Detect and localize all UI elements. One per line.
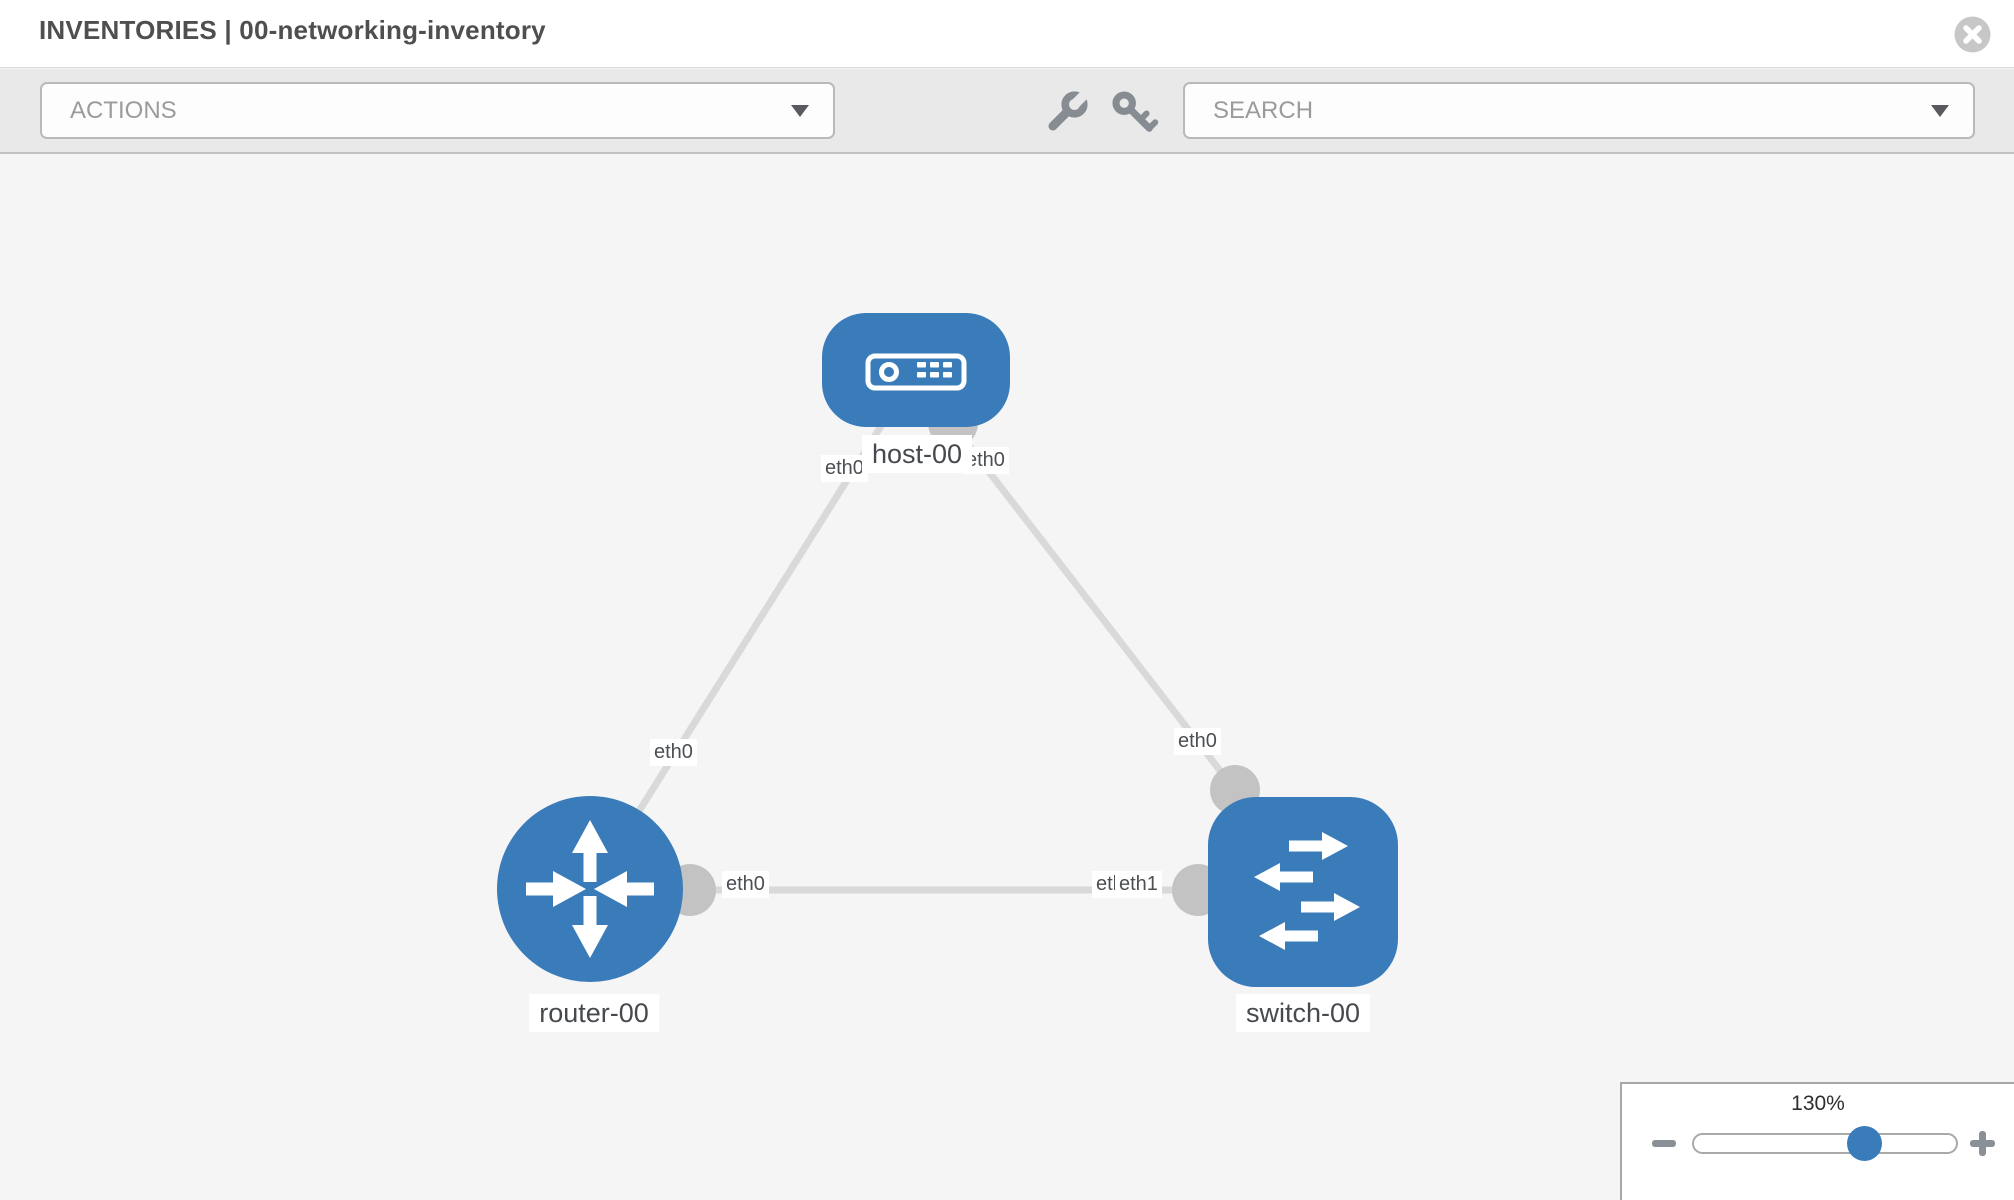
- zoom-out-button[interactable]: [1652, 1140, 1676, 1147]
- zoom-slider-track[interactable]: [1692, 1133, 1958, 1154]
- toolbar: ACTIONS SEARCH: [0, 69, 2014, 154]
- zoom-panel: 130%: [1620, 1082, 2014, 1200]
- connectors-layer: [664, 398, 1260, 916]
- link-router-host[interactable]: [587, 413, 891, 891]
- node-router-00[interactable]: [497, 796, 683, 982]
- node-label-host: host-00: [861, 435, 973, 473]
- zoom-level: 130%: [1791, 1092, 1845, 1115]
- header: INVENTORIES | 00-networking-inventory: [0, 0, 2014, 68]
- node-label-router: router-00: [529, 994, 659, 1032]
- interface-label: eth1: [1115, 871, 1162, 898]
- node-switch-00[interactable]: [1208, 797, 1398, 987]
- search-dropdown[interactable]: SEARCH: [1183, 82, 1975, 139]
- interface-label: eth0: [650, 739, 697, 766]
- link-host-switch[interactable]: [942, 412, 1238, 793]
- credentials-button[interactable]: [1110, 89, 1159, 142]
- key-icon: [1112, 91, 1159, 132]
- close-icon: [1954, 16, 1991, 53]
- chevron-down-icon: [791, 105, 809, 117]
- tools-button[interactable]: [1042, 89, 1090, 142]
- node-host-00[interactable]: [822, 313, 1010, 427]
- zoom-in-button[interactable]: [1970, 1131, 1995, 1156]
- search-dropdown-label: SEARCH: [1213, 97, 1314, 124]
- host-icon: [865, 353, 967, 391]
- page-title: INVENTORIES | 00-networking-inventory: [39, 15, 546, 45]
- interface-label: eth0: [1174, 728, 1221, 755]
- actions-dropdown-label: ACTIONS: [70, 97, 177, 124]
- router-icon: [526, 820, 654, 958]
- chevron-down-icon: [1931, 105, 1949, 117]
- wrench-icon: [1048, 91, 1088, 131]
- plus-icon: [1979, 1131, 1986, 1156]
- links-layer: [587, 412, 1303, 894]
- interface-label: eth0: [722, 871, 769, 898]
- interface-label: eth0: [821, 455, 868, 482]
- actions-dropdown[interactable]: ACTIONS: [40, 82, 835, 139]
- zoom-slider-thumb[interactable]: [1847, 1126, 1882, 1161]
- close-button[interactable]: [1954, 16, 1991, 53]
- switch-icon: [1254, 832, 1360, 950]
- node-label-switch: switch-00: [1235, 994, 1371, 1032]
